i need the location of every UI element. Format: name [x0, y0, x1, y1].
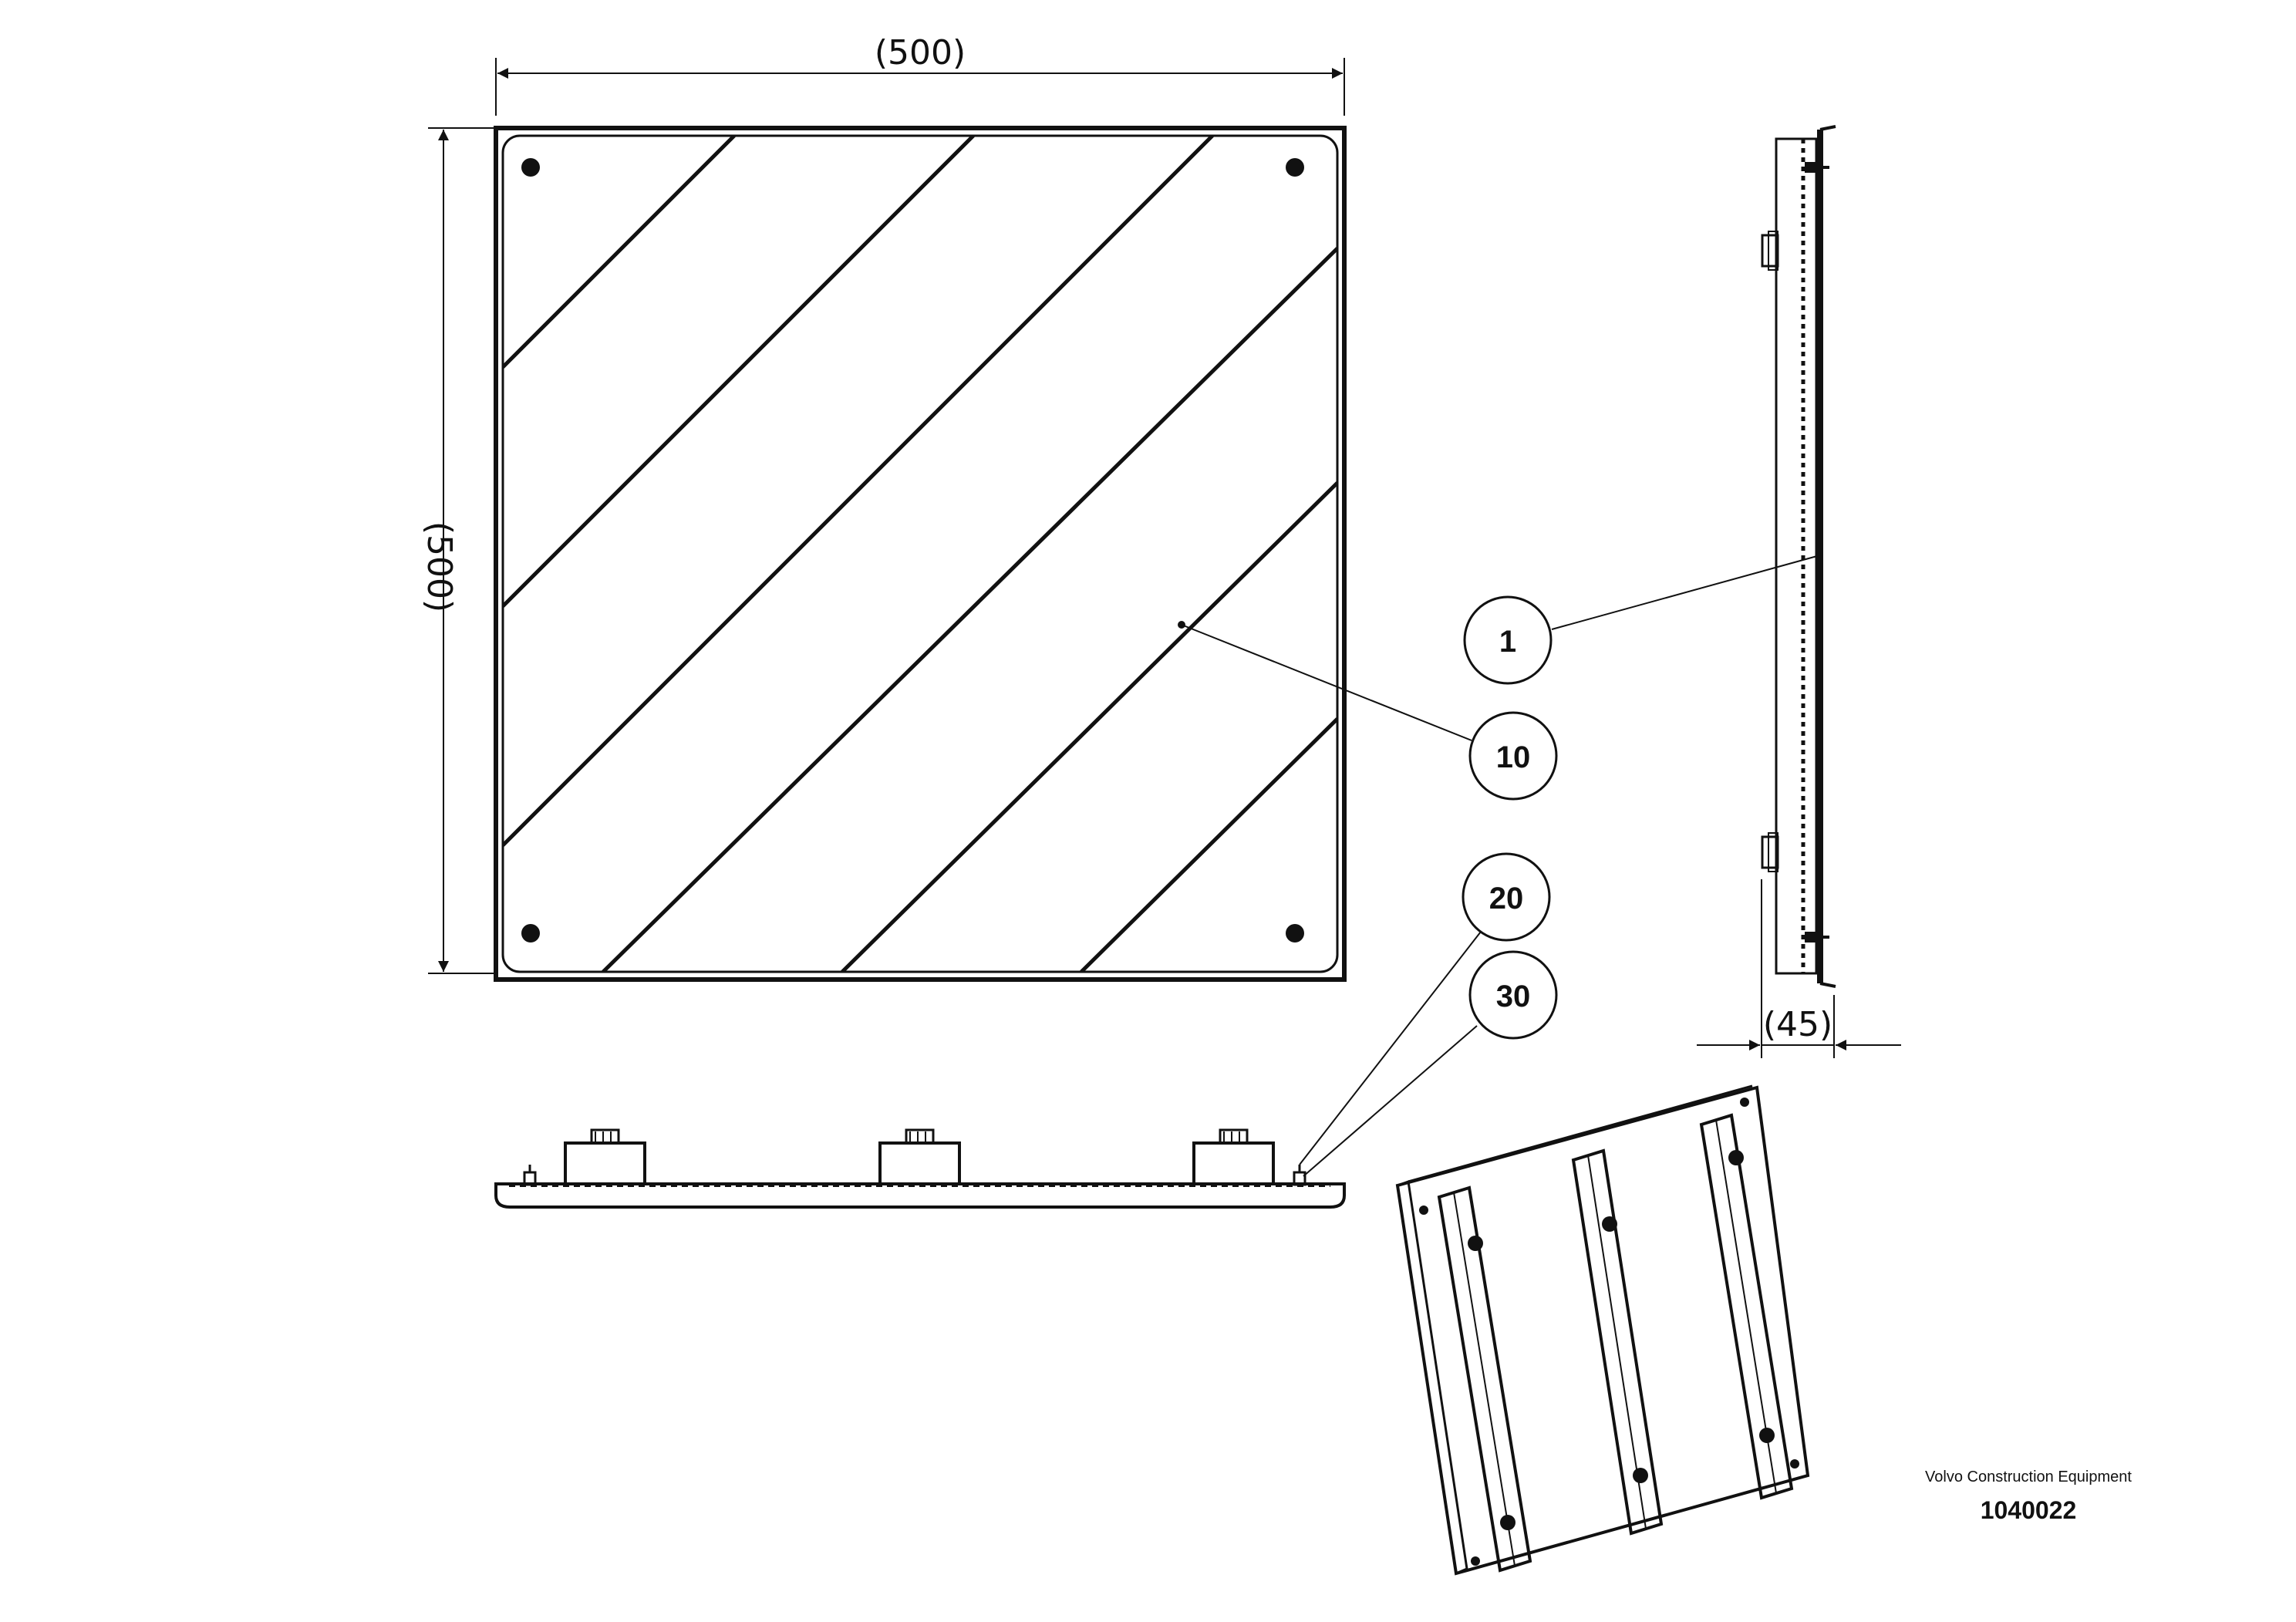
- mounting-hole: [1286, 924, 1304, 943]
- channel-block: [1192, 1128, 1275, 1185]
- bottom-view-panel: [494, 1128, 1346, 1209]
- callout-30: 30: [1303, 950, 1558, 1177]
- isometric-rail: [1571, 1148, 1664, 1536]
- callout-20: 20: [1299, 852, 1551, 1165]
- depth-dimension-label: (45): [1763, 1005, 1832, 1044]
- front-view-panel: [494, 126, 1347, 982]
- callout-1: 1: [1463, 555, 1818, 685]
- channel-block: [878, 1128, 961, 1185]
- width-dimension: (500): [495, 33, 1345, 116]
- isometric-rail: [1699, 1113, 1794, 1500]
- credit-block: Volvo Construction Equipment 1040022: [1913, 1468, 2144, 1525]
- hazard-stripes: [503, 136, 1337, 972]
- edge-fastener: [1293, 1165, 1306, 1186]
- mounting-hole: [521, 924, 540, 943]
- isometric-view-panel: [1395, 1084, 1810, 1576]
- side-bracket: [1761, 832, 1779, 872]
- edge-fastener: [523, 1165, 537, 1186]
- callout-30-label: 30: [1496, 980, 1531, 1013]
- isometric-rail: [1437, 1185, 1532, 1573]
- side-fastener: [1805, 162, 1829, 173]
- channel-block: [564, 1128, 646, 1185]
- callout-1-label: 1: [1499, 625, 1516, 659]
- mounting-hole: [521, 158, 540, 177]
- side-fastener: [1805, 932, 1829, 943]
- callout-10-label: 10: [1496, 740, 1531, 774]
- callout-10: 10: [1178, 621, 1558, 801]
- callout-20-label: 20: [1489, 882, 1524, 916]
- height-dimension-label: (500): [420, 521, 459, 612]
- document-number: 1040022: [1980, 1496, 2077, 1524]
- width-dimension-label: (500): [875, 33, 966, 73]
- company-name: Volvo Construction Equipment: [1925, 1469, 2132, 1485]
- side-bracket: [1761, 231, 1779, 271]
- mounting-hole: [1286, 158, 1304, 177]
- side-view-panel: [1761, 125, 1836, 988]
- depth-dimension: (45): [1697, 879, 1901, 1058]
- height-dimension: (500): [420, 127, 494, 974]
